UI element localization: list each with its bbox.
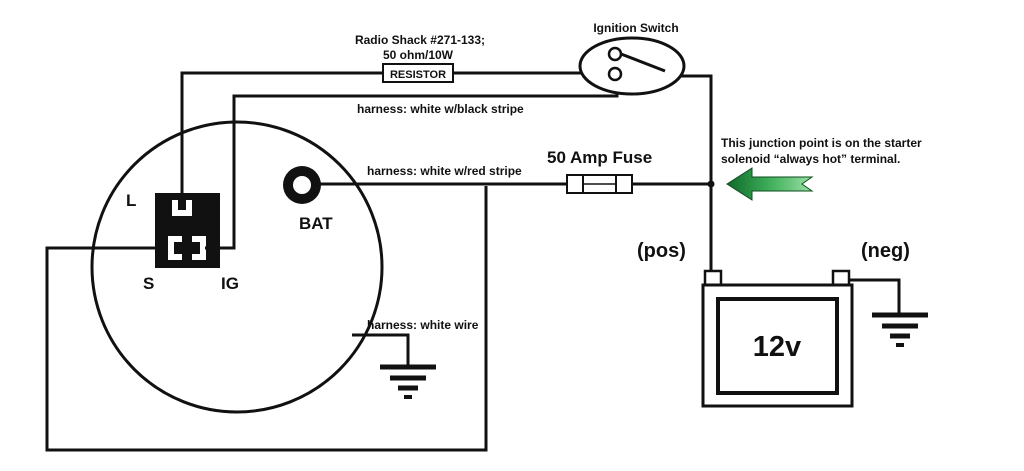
battery-negative-post — [831, 269, 851, 287]
wire-l-to-resistor — [180, 71, 383, 205]
connector-slot-ig — [192, 236, 206, 260]
junction-dot — [707, 180, 715, 188]
harness-white-wire-label: harness: white wire — [367, 318, 479, 332]
junction-note-line2: solenoid “always hot” terminal. — [721, 152, 900, 166]
terminal-ig-label: IG — [221, 274, 239, 293]
battery-voltage-label: 12v — [753, 331, 801, 363]
pos-label: (pos) — [637, 240, 686, 262]
ignition-switch-body — [578, 36, 686, 96]
bat-label: BAT — [299, 214, 333, 233]
ignition-switch-label: Ignition Switch — [593, 21, 678, 35]
switch-lever — [620, 52, 666, 73]
switch-contact-bottom — [607, 66, 623, 82]
resistor-note-line1: Radio Shack #271-133; — [355, 33, 485, 47]
junction-note-line1: This junction point is on the starter — [721, 136, 922, 150]
harness-white-black-label: harness: white w/black stripe — [357, 102, 524, 116]
resistor-note-line2: 50 ohm/10W — [383, 48, 454, 62]
neg-label: (neg) — [861, 240, 910, 262]
connector-slot-l — [172, 200, 192, 216]
wire-alternator-ground — [352, 333, 410, 366]
fuse-label: 50 Amp Fuse — [547, 148, 652, 167]
harness-white-red-label: harness: white w/red stripe — [367, 164, 522, 178]
green-arrow-icon — [726, 167, 814, 201]
alternator-body — [90, 120, 384, 414]
alternator-ground-icon — [380, 364, 436, 399]
battery-positive-post — [703, 269, 723, 287]
wire-s-sense-loop — [45, 186, 488, 452]
resistor-label: RESISTOR — [390, 69, 446, 81]
terminal-s-label: S — [143, 274, 154, 293]
switch-contact-top — [607, 46, 623, 62]
battery-ground-icon — [872, 312, 928, 347]
terminal-l-label: L — [126, 191, 136, 210]
wire-switch-to-junction — [680, 74, 713, 270]
connector-slot-s — [168, 236, 182, 260]
bat-terminal-stud — [293, 176, 311, 194]
battery-face — [716, 297, 839, 395]
resistor-box — [382, 63, 454, 83]
wire-battery-ground — [848, 278, 901, 314]
